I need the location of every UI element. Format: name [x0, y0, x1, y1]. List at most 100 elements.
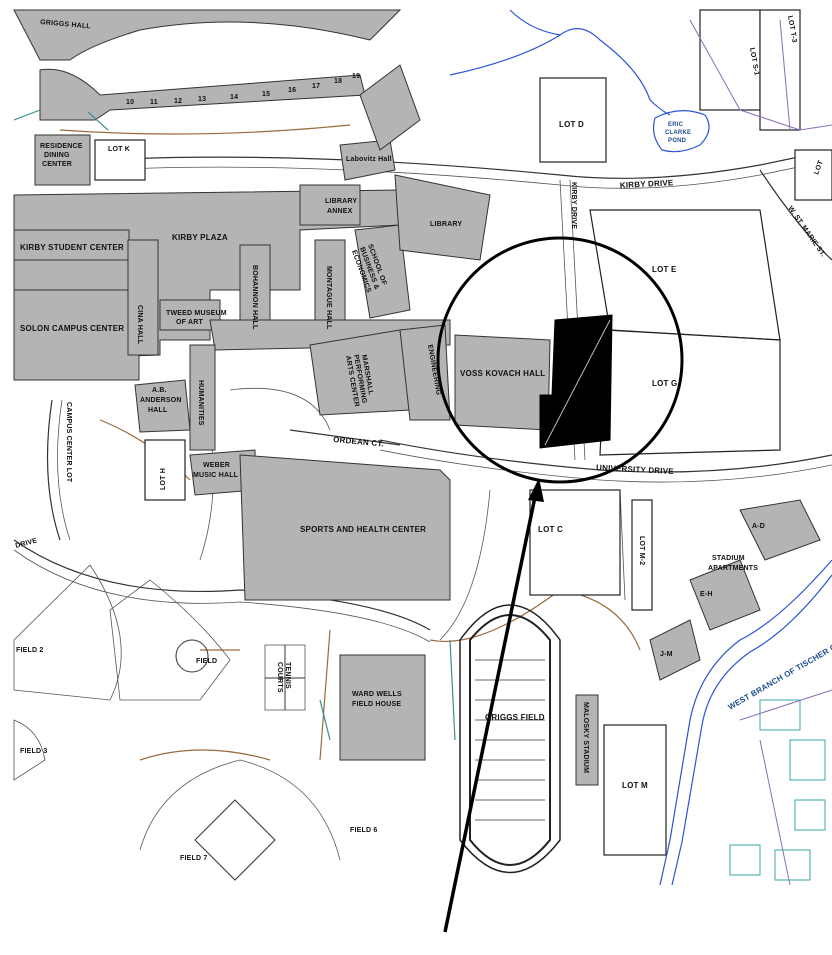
label-labovitz: Labovitz Hall [346, 156, 392, 163]
location-indicator [436, 236, 684, 933]
label-ordean-ct: ORDEAN CT. [333, 435, 384, 448]
label-sports-health: SPORTS AND HEALTH CENTER [300, 525, 426, 534]
label-library-annex: LIBRARY [325, 198, 357, 205]
griggs-hall-block [13, 9, 402, 61]
griggs-hall-label: GRIGGS HALL [40, 19, 92, 30]
label-tennis: TENNIS [284, 662, 291, 689]
label-lot-c: LOT C [538, 525, 563, 534]
cina-hall [127, 239, 159, 356]
east-neighborhood [689, 19, 832, 886]
label-lot-m2: LOT M-2 [638, 536, 645, 565]
svg-text:APARTMENTS: APARTMENTS [708, 565, 758, 572]
apartment-block-jm [649, 619, 701, 681]
label-field-6: FIELD 6 [350, 827, 377, 834]
residence-number: 12 [174, 98, 182, 105]
library-annex [299, 184, 361, 226]
creek-north [449, 28, 671, 116]
lot-e [589, 209, 781, 341]
label-kirby-student-center: KIRBY STUDENT CENTER [20, 243, 124, 252]
anderson-hall [134, 379, 191, 433]
residence-number: 17 [312, 83, 320, 90]
school-of-business [354, 224, 411, 319]
label-lot-partial: LOT [813, 159, 825, 176]
svg-text:FIELD HOUSE: FIELD HOUSE [352, 701, 401, 708]
labovitz-hall [339, 139, 396, 181]
label-lot-t3: LOT T-3 [786, 15, 798, 43]
lot-m2 [631, 499, 653, 611]
apartment-block-ad [739, 499, 821, 561]
tweed-museum [159, 299, 221, 331]
label-anderson: A.B. [152, 387, 167, 394]
label-lot-g: LOT G [652, 379, 677, 388]
residence-number: 19 [352, 73, 360, 80]
svg-text:ANDERSON: ANDERSON [140, 397, 182, 404]
svg-text:OF ART: OF ART [176, 319, 204, 326]
field-2-diamond [13, 564, 122, 701]
label-solon: SOLON CAMPUS CENTER [20, 324, 124, 333]
svg-text:ANNEX: ANNEX [327, 208, 353, 215]
sports-and-health-center [239, 454, 451, 601]
label-university-drive: UNIVERSITY DRIVE [596, 463, 675, 476]
label-tweed: TWEED MUSEUM [166, 310, 227, 317]
running-track [469, 614, 551, 866]
label-apt-jm: J-M [660, 651, 673, 658]
library [394, 174, 491, 261]
lot-partial [794, 149, 832, 201]
eric-clarke-pond [652, 110, 710, 153]
label-malosky: MALOSKY STADIUM [582, 702, 589, 773]
label-humanities: HUMANITIES [197, 380, 204, 426]
label-lot-s1: LOT S-1 [748, 47, 760, 76]
label-cina: CINA HALL [136, 305, 143, 345]
malosky-stadium [575, 694, 599, 786]
athletic-fields [13, 564, 561, 881]
residence-arc: GRIGGS HALL 10 11 12 13 14 15 16 17 18 1… [13, 9, 402, 121]
label-apt-ad: A-D [752, 523, 765, 530]
svg-text:HALL: HALL [148, 407, 168, 414]
montague-hall [314, 239, 346, 336]
track-lane-lines [475, 659, 545, 821]
svg-text:CENTER: CENTER [42, 161, 72, 168]
field-3-diamond [13, 719, 46, 781]
label-apt-eh: E-H [700, 591, 713, 598]
ward-wells-field-house [339, 654, 426, 761]
svg-text:COURTS: COURTS [276, 662, 283, 693]
highlight-circle [436, 236, 684, 484]
label-library: LIBRARY [430, 221, 462, 228]
label-lot-m: LOT M [622, 781, 648, 790]
residence-number: 18 [334, 78, 342, 85]
label-griggs-field: GRIGGS FIELD [485, 713, 545, 722]
label-weber: WEBER [203, 462, 230, 469]
solon-campus-center [13, 289, 140, 381]
label-bohannon: BOHANNON HALL [251, 265, 258, 330]
residence-dining-center [34, 134, 91, 186]
highlighted-building [539, 314, 613, 449]
label-campus-center-lot: CAMPUS CENTER LOT [65, 402, 72, 483]
buildings [13, 64, 821, 786]
field-7-diamond [139, 759, 341, 861]
roads [13, 109, 832, 761]
svg-text:MUSIC HALL: MUSIC HALL [193, 472, 239, 479]
lot-d [539, 77, 607, 163]
label-ward-wells: WARD WELLS [352, 691, 402, 698]
svg-text:DINING: DINING [44, 152, 70, 159]
svg-text:CLARKE: CLARKE [665, 130, 691, 136]
label-stadium-apartments: STADIUM [712, 555, 745, 562]
label-kirby-drive-vertical: KIRBY DRIVE [570, 182, 577, 229]
label-lot-k: LOT K [108, 146, 130, 153]
pointer-arrow-shaft [443, 491, 538, 933]
label-w-st-marie: W. ST. MARIE ST. [786, 205, 826, 258]
label-voss-kovach: VOSS KOVACH HALL [460, 369, 545, 378]
label-field: FIELD [196, 658, 217, 665]
label-montague: MONTAGUE HALL [325, 266, 332, 330]
field-diamond [109, 579, 231, 701]
lot-k [94, 139, 146, 181]
svg-text:POND: POND [668, 138, 687, 144]
apartment-block-eh [689, 559, 761, 631]
residence-number: 13 [198, 96, 206, 103]
label-lot-e: LOT E [652, 265, 677, 274]
label-lot-h: LOT H [160, 468, 167, 490]
residence-number: 11 [150, 99, 158, 106]
label-kirby-plaza: KIRBY PLAZA [172, 233, 228, 242]
